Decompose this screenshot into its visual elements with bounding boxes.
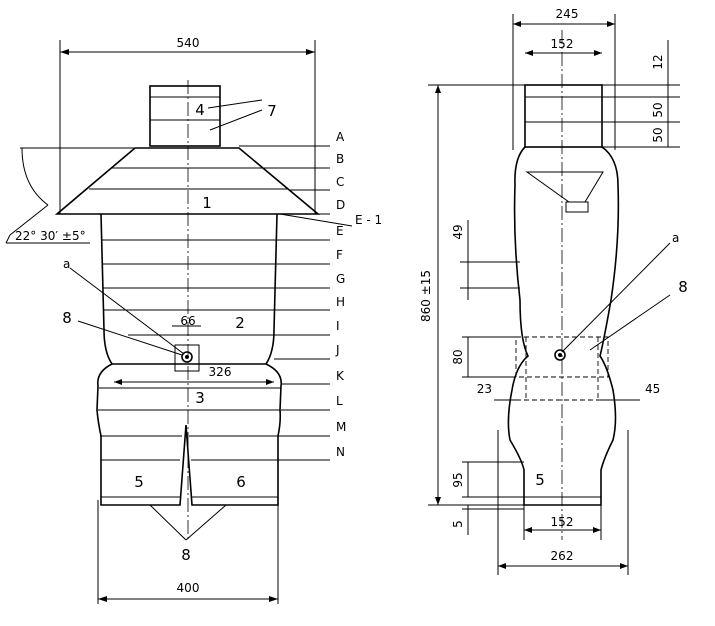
front-width-label: 540 [177,36,200,50]
pivot-gap-dimension: 80 [451,336,516,378]
chest-callout: 1 [202,194,212,212]
side-body-outline [507,146,620,506]
side-neck-dims: 12 50 50 [602,40,680,148]
slice-label-i: I [336,319,340,333]
slice-label-j: J [335,343,340,357]
side-pivot-callout: 8 [678,278,688,296]
side-pivot-ref: a [672,231,679,245]
neck-callout: 4 [195,101,205,119]
side-leg-callout: 5 [535,471,545,489]
legs-marker-callout: 8 [181,546,191,564]
side-top-width-label: 245 [556,7,579,21]
chest-gap-dimension: 49 [451,220,520,300]
pivot-left-dim: 23 [477,382,492,396]
front-pivot-ref: a [63,257,70,271]
angle-label: 22° 30′ ±5° [15,229,86,243]
side-leg-width-dimension: 152 [523,505,602,540]
slice-label-b: B [336,152,344,166]
lower-width-label: 400 [177,581,200,595]
foot-dim: 5 [451,520,465,528]
slice-note: E - 1 [355,213,382,227]
side-top-dimension: 245 [512,7,616,150]
slice-label-c: C [336,175,344,189]
plate-callout: 2 [235,314,245,332]
side-neck-dimension: 152 [525,37,602,56]
torso-section [100,213,278,365]
shoulder-section: 1 [54,147,321,215]
slice-label-n: N [336,445,345,459]
side-pivot: a 8 [515,231,688,401]
side-leg-width-label: 152 [551,515,574,529]
left-leg-callout: 5 [134,473,144,491]
front-pivot-callout: 8 [62,309,72,327]
side-view: 245 152 12 50 50 [419,7,688,575]
neck-low-dim: 50 [651,127,665,142]
pivot-gap-dim: 80 [451,349,465,364]
slice-label-l: L [336,394,343,408]
slice-label-m: M [336,420,346,434]
mid-width-label: 326 [209,365,232,379]
side-neck-block [524,84,603,148]
hips-callout: 3 [195,389,205,407]
side-height-dimension: 860 ±15 [419,84,525,506]
slice-label-g: G [336,272,345,286]
hips-section: 3 5 6 8 [96,363,283,564]
side-base-width-label: 262 [551,549,574,563]
front-326-dimension: 326 [114,365,274,385]
slice-label-h: H [336,295,345,309]
pivot-right-dim: 45 [645,382,660,396]
angle-annotation: 22° 30′ ±5° [5,147,135,244]
neck-section: 4 7 [149,85,277,147]
neck-top-dim: 12 [651,54,665,69]
right-leg-callout: 6 [236,473,246,491]
slice-label-d: D [336,198,345,212]
neck-mid-dim: 50 [651,102,665,117]
slice-levels: A B C D E F G H I J K L M N E - 1 [239,130,382,461]
front-width-dimension: 540 [59,36,316,214]
height-dim: 860 ±15 [419,270,433,322]
leg-height-dimension: 95 [451,461,524,498]
lifting-callout: 7 [267,102,277,120]
slice-label-k: K [336,369,345,383]
side-base-width-dimension: 262 [497,430,629,575]
slice-label-f: F [336,248,343,262]
slice-label-a: A [336,130,345,144]
small-box-width-label: 66 [180,314,195,328]
front-pivot: 66 2 a 8 [62,257,255,372]
foot-dimension: 5 [451,505,524,535]
leg-height-dim: 95 [451,472,465,487]
front-view: 540 4 7 1 22° 30′ ±5° [5,36,382,604]
slice-label-e: E [336,224,344,238]
front-400-dimension: 400 [97,500,279,604]
chest-gap-dim: 49 [451,224,465,239]
